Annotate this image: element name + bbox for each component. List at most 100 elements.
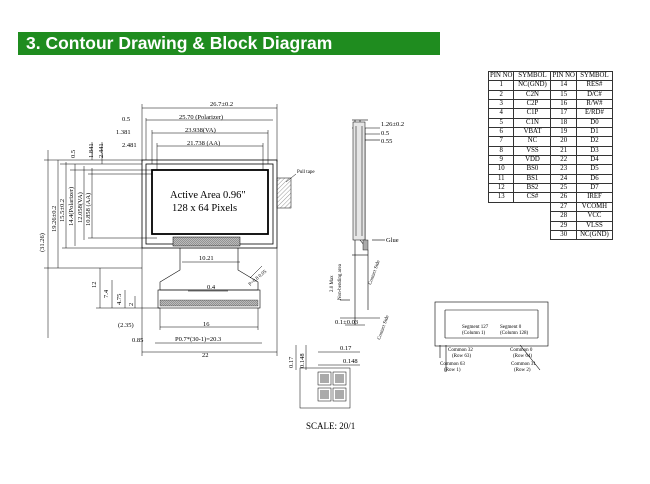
pin-cell: 26 — [550, 192, 577, 203]
pin-cell: 1 — [487, 80, 515, 91]
pin-cell: 29 — [550, 220, 577, 231]
pin-cell: 17 — [550, 108, 577, 119]
fpc-outline — [157, 248, 261, 309]
pin-cell: 12 — [487, 183, 515, 194]
pin-cell: C1N — [513, 117, 552, 129]
pin-cell: C1P — [513, 108, 552, 119]
dim-polarizer-width: 25.70 (Polarizer) — [179, 114, 223, 121]
pin-cell: D0 — [575, 117, 613, 129]
pin-cell: VBAT — [513, 127, 552, 138]
pin-cell: D/C# — [575, 89, 613, 101]
dim-pitch: P0.7*(30-1)=20.3 — [175, 336, 221, 343]
pin-cell: 30 — [550, 229, 577, 241]
pin-cell — [489, 212, 514, 221]
top-dimension-lines — [141, 104, 278, 170]
pin-cell: IREF — [575, 192, 613, 203]
pin-cell: 11 — [487, 173, 515, 185]
active-area-box — [151, 169, 269, 235]
pin-cell: 16 — [550, 99, 577, 110]
pin-cell: VCC — [575, 211, 613, 222]
pin-cell — [514, 202, 551, 211]
active-area-size: Active Area 0.96" — [170, 190, 246, 201]
pin-cell — [489, 202, 514, 211]
pin-cell — [514, 221, 551, 230]
pin-cell: BS1 — [513, 173, 552, 185]
pin-cell: 2 — [487, 89, 515, 101]
pin-cell: 9 — [487, 155, 515, 166]
dim-offset-2481: 2.481 — [122, 142, 137, 149]
com63: Common 63 — [440, 362, 465, 367]
com31-sub: (Row 2) — [514, 368, 531, 373]
dim-offset-1381: 1.381 — [116, 129, 131, 136]
dim-overall-height: (31.26) — [39, 233, 46, 252]
pin-cell: RES# — [575, 80, 613, 91]
dim-left-05: 0.5 — [70, 150, 77, 158]
pin-cell: D2 — [575, 136, 613, 147]
dim-aa-width: 21.738 (AA) — [187, 140, 220, 147]
pin-cell: 20 — [550, 136, 577, 147]
dim-04: 0.4 — [207, 284, 216, 291]
pin-cell: C2N — [513, 89, 552, 101]
pin-cell: 25 — [550, 183, 577, 194]
side-bend-label2: Non-bending area — [338, 263, 343, 300]
side-dim-05: 0.5 — [381, 130, 389, 137]
dim-va-width: 23.938(VA) — [185, 127, 216, 134]
dim-235: (2.35) — [118, 322, 134, 329]
dim-085: 0.85 — [132, 337, 143, 344]
pin-cell: 13 — [487, 192, 515, 203]
side-contact-side: Contact Side — [368, 259, 382, 286]
pin-cell: 24 — [550, 173, 577, 185]
pin-cell — [489, 221, 514, 230]
com31: Common 31 — [511, 362, 536, 367]
pin-cell: R/W# — [575, 99, 613, 110]
driver-ic — [172, 236, 241, 247]
active-area-pixels: 128 x 64 Pixels — [172, 203, 237, 214]
pad-dim-0148: 0.148 — [343, 358, 358, 365]
side-glue — [362, 239, 369, 251]
pin-cell: 7 — [487, 136, 515, 147]
pin-cell: NC(GND) — [575, 229, 613, 241]
pin-header-cell: SYMBOL — [513, 70, 552, 82]
com32-sub: (Row 63) — [452, 354, 471, 359]
pin-cell: D7 — [575, 183, 613, 194]
pad-dim-0148-left: 0.148 — [299, 353, 306, 368]
pin-cell: D6 — [575, 173, 613, 185]
pin-cell: VCOMH — [575, 201, 613, 213]
pin-cell: CS# — [513, 192, 552, 203]
pin-cell: 14 — [550, 80, 577, 91]
com0: Common 0 — [510, 348, 533, 353]
pin-cell: NC — [513, 136, 552, 147]
pin-cell: BS2 — [513, 183, 552, 194]
pin-cell: D5 — [575, 164, 613, 175]
pin-cell: 3 — [487, 99, 515, 110]
dim-475: 4.75 — [116, 294, 123, 305]
pin-cell: NC(GND) — [513, 80, 552, 91]
pad-dim-017: 0.17 — [340, 345, 352, 352]
pin-cell: D4 — [575, 155, 613, 166]
pin-cell: VSS — [513, 145, 552, 157]
dim-left-2441: 2.441 — [98, 143, 105, 158]
pin-cell: 15 — [550, 89, 577, 101]
pin-cell: E/RD# — [575, 108, 613, 119]
dim-height-155: 15.5±0.2 — [59, 199, 66, 222]
pin-cell: 18 — [550, 117, 577, 129]
pin-cell: 23 — [550, 164, 577, 175]
pin-cell: 10 — [487, 164, 515, 175]
pin-cell: BS0 — [513, 164, 552, 175]
com32: Common 32 — [448, 348, 473, 353]
side-dim-126: 1.26±0.2 — [381, 121, 404, 128]
seg0-sub: (Column 128) — [500, 331, 529, 336]
dim-height-polarizer: 14.4(Polarizer) — [68, 187, 75, 226]
pin-cell: 8 — [487, 145, 515, 157]
side-glue-label: Glue — [386, 237, 399, 244]
